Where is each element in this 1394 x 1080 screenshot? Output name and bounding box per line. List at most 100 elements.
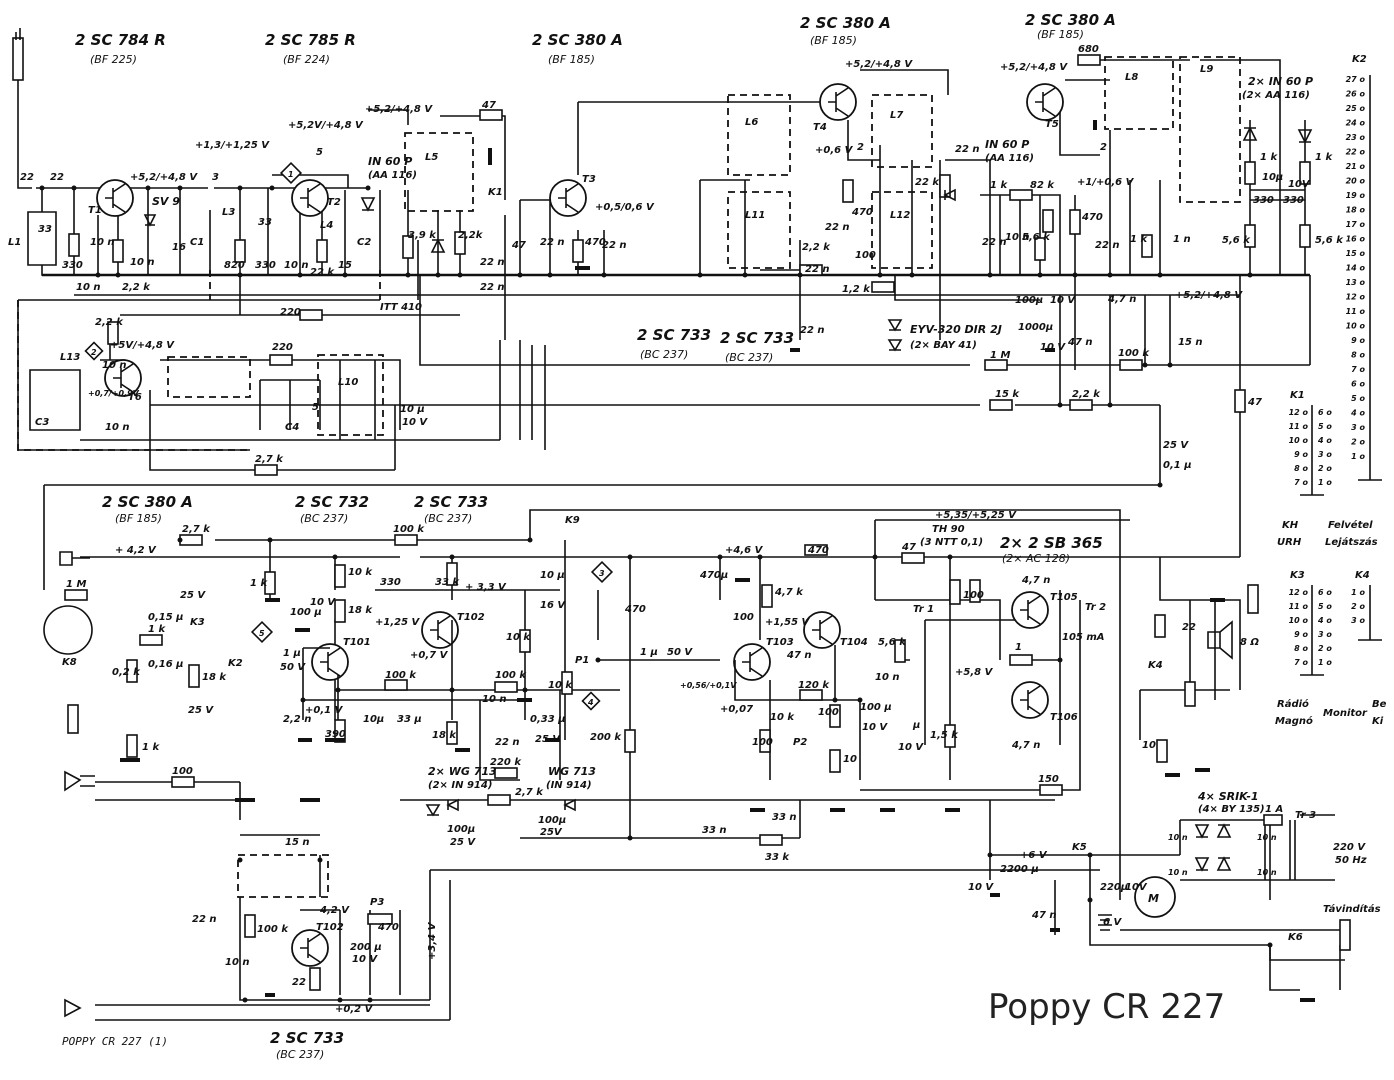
component-value-label: 22 n	[480, 257, 505, 268]
component-value-label: L7	[890, 110, 903, 121]
component-value-label: 10V	[1125, 882, 1148, 893]
component-value-label: P3	[370, 897, 384, 908]
bridge-equiv: (4× BY 135)	[1198, 804, 1265, 815]
output-pair-type: 2× 2 SB 365	[1000, 534, 1103, 552]
voltage-label: +5,2/+4,8 V	[365, 104, 433, 115]
diode-in60p-icon	[360, 197, 376, 212]
component-value-label: 10 n	[130, 257, 155, 268]
voltage-label: +5,2V/+4,8 V	[288, 120, 364, 131]
component-value-label: 100 k	[257, 924, 289, 935]
component-value-label: 22	[1182, 622, 1196, 633]
switch-pin-label: 7 o	[1294, 658, 1308, 667]
component-value-label: 2,2 k	[122, 282, 151, 293]
component-value-label: L8	[1125, 72, 1138, 83]
switch-pin-label: 5 o	[1351, 394, 1365, 403]
component-value-label: 220	[280, 307, 301, 318]
diode-am1-icon	[1242, 126, 1258, 141]
component-value-label: 220 k	[490, 757, 522, 768]
transistor-t101-icon	[311, 643, 349, 681]
switch-pin-label: 3 o	[1351, 616, 1365, 625]
component-value-label: 0,1 µ	[1163, 460, 1192, 471]
component-value-label: 470	[807, 545, 829, 556]
antenna-icon	[12, 37, 24, 81]
voltage-label: +1/+0,6 V	[1077, 177, 1135, 188]
voltage-label: +0,7/+0,9V	[88, 389, 140, 398]
switch-pin-label: 4 o	[1350, 409, 1365, 418]
component-value-label: 470	[624, 604, 646, 615]
component-value-label: 18 k	[202, 672, 227, 683]
component-value-label: 220	[272, 342, 293, 353]
t5-ref: T5	[1045, 119, 1059, 130]
component-value-label: 4,7 n	[1107, 294, 1136, 305]
component-value-label: 2,2 n	[283, 714, 311, 725]
transistor-t2-icon	[291, 179, 329, 217]
component-value-label: 22 n	[825, 222, 850, 233]
t101-type: 2 SC 732	[295, 493, 369, 511]
t3-equiv: (BF 185)	[548, 53, 595, 66]
component-value-label: 100 k	[495, 670, 527, 681]
component-value-label: 47	[511, 240, 526, 251]
component-value-label: K4	[1148, 660, 1163, 671]
component-value-label: K9	[565, 515, 580, 526]
switch-pin-label: 10 o	[1289, 616, 1309, 625]
switch-pin-label: 12 o	[1289, 408, 1309, 417]
switch-pin-label: 18 o	[1346, 206, 1366, 215]
component-value-label: 5,6 k	[1315, 235, 1344, 246]
component-value-label: K6	[1288, 932, 1303, 943]
transistor-t106-icon	[1011, 681, 1049, 719]
component-value-label: 47	[481, 100, 496, 111]
component-value-label: 680	[1078, 44, 1099, 55]
diode-d3-equiv: (AA 116)	[985, 153, 1034, 164]
component-value-label: 33	[258, 217, 272, 228]
voltage-label: +1,55 V	[765, 617, 811, 628]
k4-legend-title: K4	[1355, 570, 1370, 581]
diode-d4-label: 2× IN 60 P	[1248, 75, 1313, 88]
component-value-label: 16	[172, 242, 186, 253]
component-value-label: 10 V	[402, 417, 428, 428]
switch-legend: K2 27 o26 o25 o24 o23 o22 o21 o20 o19 o1…	[1275, 54, 1387, 727]
voltage-label: +0,6 V	[815, 145, 854, 156]
component-value-label: 47	[1247, 397, 1262, 408]
k4-label-ki: Ki	[1372, 716, 1384, 727]
component-value-label: 10 n	[875, 672, 900, 683]
component-value-label: 220µ	[1100, 882, 1128, 893]
component-value-label: L11	[745, 210, 765, 221]
component-value-label: 5,6 k	[1022, 232, 1051, 243]
component-value-label: 47 n	[786, 650, 812, 661]
t6-ref: T6	[128, 392, 142, 403]
transistor-t105-icon	[1011, 591, 1049, 629]
component-value-label: 100	[752, 737, 773, 748]
switch-pin-label: 2 o	[1318, 464, 1332, 473]
voltage-label: +1,25 V	[375, 617, 421, 628]
ground-symbols	[120, 120, 1315, 1002]
component-value-label: 100	[818, 707, 839, 718]
transistor-osc-icon	[291, 929, 329, 967]
component-value-label: P1	[575, 655, 589, 666]
component-value-label: 4,7 n	[1011, 740, 1040, 751]
t1-type: 2 SC 784 R	[75, 31, 166, 49]
component-value-label: C1	[190, 237, 204, 248]
k2-legend-title: K2	[1352, 54, 1367, 65]
component-value-label: 8 Ω	[1240, 637, 1259, 648]
component-value-label: 470	[851, 207, 873, 218]
component-value-label: 2,7 k	[515, 787, 544, 798]
switch-pin-label: 12 o	[1289, 588, 1309, 597]
component-value-label: 33 n	[702, 825, 727, 836]
k3-right-pins: 6 o5 o4 o3 o2 o1 o	[1317, 588, 1332, 667]
component-value-label: 10µ	[1262, 172, 1283, 183]
component-value-label: 470	[584, 237, 606, 248]
component-value-label: L6	[745, 117, 758, 128]
osc-ref: T102	[316, 922, 344, 933]
junction-dots	[39, 185, 1273, 1003]
component-value-label: L9	[1200, 64, 1213, 75]
diode-d4-equiv: (2× AA 116)	[1242, 90, 1310, 101]
component-value-label: 33 k	[765, 852, 790, 863]
component-value-label: L5	[425, 152, 438, 163]
diode-d2-equiv: (AA 116)	[368, 170, 417, 181]
transistor-t1-icon	[96, 179, 134, 217]
component-value-label: 10 V	[1040, 342, 1066, 353]
component-value-label: 200 k	[590, 732, 622, 743]
component-value-label: 1 k	[250, 578, 268, 589]
component-value-label: 10 k	[548, 680, 573, 691]
